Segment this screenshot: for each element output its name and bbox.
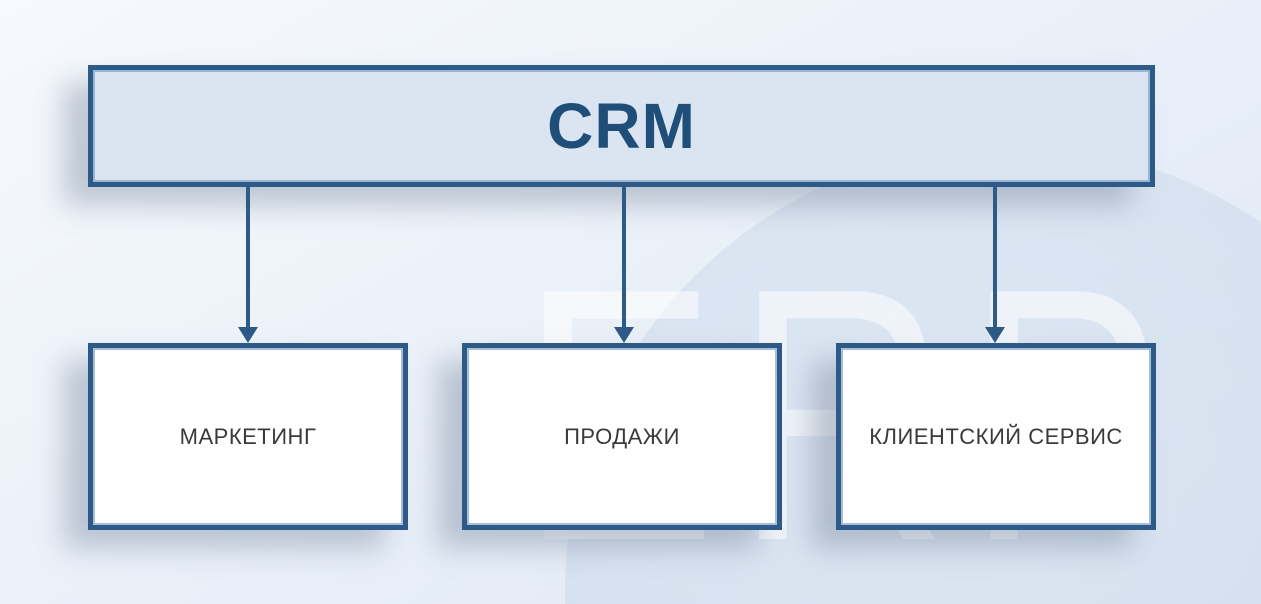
connector-arrowhead-sales bbox=[614, 327, 634, 343]
connector-arrowhead-customer-service bbox=[985, 327, 1005, 343]
node-marketing-label: МАРКЕТИНГ bbox=[179, 423, 317, 449]
connector-line-sales bbox=[622, 187, 626, 329]
node-customer-service: КЛИЕНТСКИЙ СЕРВИС bbox=[836, 343, 1156, 530]
node-customer-service-label: КЛИЕНТСКИЙ СЕРВИС bbox=[869, 423, 1123, 449]
connector-line-customer-service bbox=[993, 187, 997, 329]
node-crm: CRM bbox=[88, 65, 1155, 187]
connector-line-marketing bbox=[246, 187, 250, 329]
connector-arrowhead-marketing bbox=[238, 327, 258, 343]
node-crm-label: CRM bbox=[547, 90, 696, 162]
node-marketing: МАРКЕТИНГ bbox=[88, 343, 408, 530]
node-sales-label: ПРОДАЖИ bbox=[564, 423, 680, 449]
node-sales: ПРОДАЖИ bbox=[462, 343, 782, 530]
